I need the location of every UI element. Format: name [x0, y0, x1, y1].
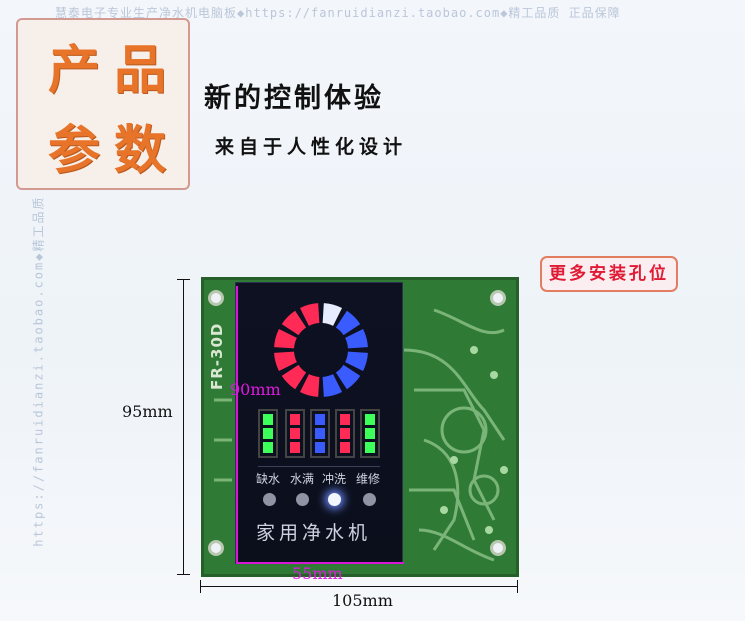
dim-line-board-width	[200, 586, 518, 587]
level-bar-5	[360, 409, 380, 458]
mount-hole-bottom-right	[490, 540, 506, 556]
panel-divider	[258, 466, 380, 467]
indicator-label-flush: 冲洗	[322, 472, 347, 486]
indicator-label-full-water: 水满	[290, 472, 315, 486]
ring-segment	[322, 374, 343, 397]
ring-segment	[335, 364, 361, 390]
more-holes-callout: 更多安装孔位	[540, 256, 678, 292]
ring-segment	[345, 351, 368, 372]
dim-tick-right	[517, 580, 518, 593]
ring-segment	[274, 351, 297, 372]
level-bar-4	[335, 409, 355, 458]
subline: 来自于人性化设计	[215, 136, 408, 158]
dim-panel-width: 55mm	[292, 564, 343, 583]
indicator-led-low-water	[263, 493, 276, 506]
mount-hole-bottom-left	[208, 540, 224, 556]
badge-line-2: 参数	[48, 120, 181, 181]
ring-segment	[322, 303, 343, 326]
dim-line-board-height	[183, 279, 184, 575]
dim-panel-height: 90mm	[230, 380, 281, 399]
dim-board-height: 95mm	[122, 402, 173, 421]
indicator-label-maintenance: 维修	[356, 472, 381, 486]
ring-segment	[345, 328, 368, 349]
ring-segment	[335, 310, 361, 336]
badge-line-1: 产品	[48, 40, 181, 101]
indicator-led-flush	[328, 493, 341, 506]
level-bar-1	[258, 409, 278, 458]
indicator-label-low-water: 缺水	[256, 472, 281, 486]
ring-segment	[274, 328, 297, 349]
ring-segment	[281, 364, 307, 390]
mount-hole-top-right	[490, 290, 506, 306]
dim-line-panel-height	[236, 286, 238, 562]
dim-line-panel-width	[236, 562, 404, 564]
mount-hole-top-left	[208, 290, 224, 306]
ring-segment	[299, 303, 320, 326]
watermark-left: https://fanruidianzi.taobao.com◆精工品质 正品保…	[31, 130, 46, 547]
pcb-traces	[214, 308, 508, 562]
indicator-led-maintenance	[363, 493, 376, 506]
dim-tick-bottom	[177, 574, 190, 575]
ring-segment	[281, 310, 307, 336]
pcb-model-label: FR-30D	[208, 322, 226, 390]
indicator-led-full-water	[296, 493, 309, 506]
level-bar-2	[285, 409, 305, 458]
watermark-top: 慧泰电子专业生产净水机电脑板◆https://fanruidianzi.taob…	[55, 6, 621, 20]
dim-tick-left	[200, 580, 201, 593]
dim-tick-top	[177, 279, 190, 280]
product-name: 家用净水机	[256, 522, 372, 544]
dim-board-width: 105mm	[332, 591, 393, 610]
headline: 新的控制体验	[204, 83, 384, 114]
progress-ring	[274, 303, 368, 397]
level-bar-3	[310, 409, 330, 458]
product-params-badge: 产品 参数	[16, 18, 190, 190]
ring-segment	[299, 374, 320, 397]
